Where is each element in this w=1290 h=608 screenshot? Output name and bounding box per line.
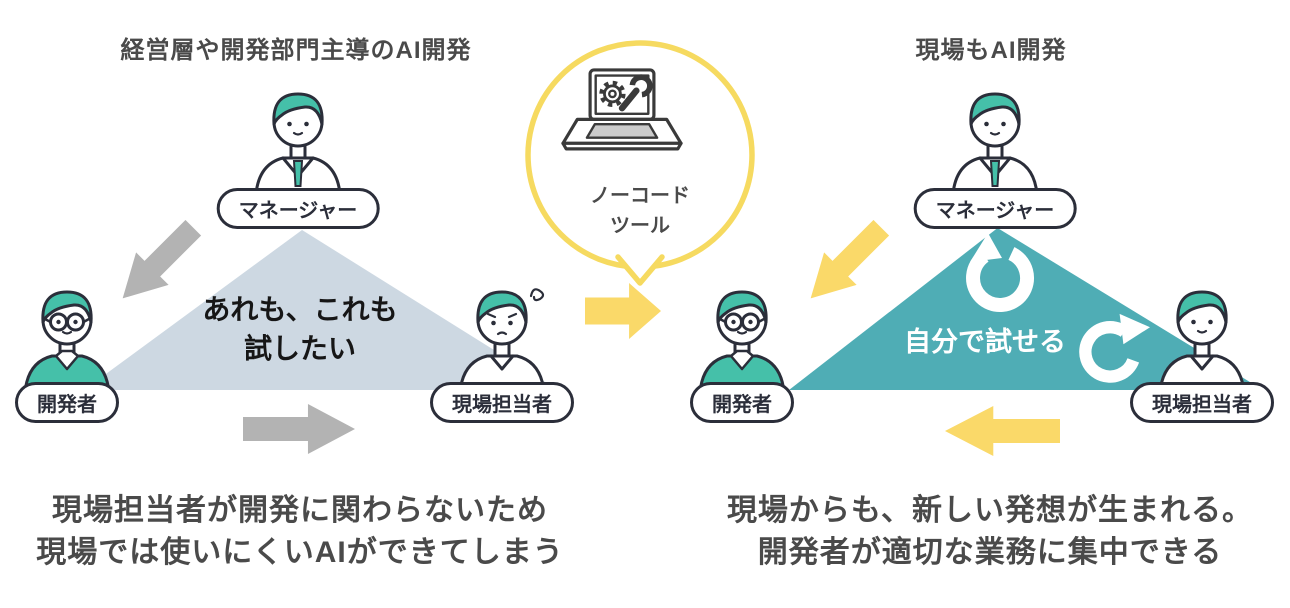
left-triangle-text-line2: 試したい [243,333,356,365]
refresh-cycle-icon [966,233,1035,312]
developer-illustration [12,280,122,392]
right-triangle-text: 自分で試せる [904,327,1066,357]
left-panel-title: 経営層や開発部門主導のAI開発 [120,37,472,64]
left-caption-line1: 現場担当者が開発に関わらないため [52,494,548,527]
right-panel-title: 現場もAI開発 [915,37,1067,64]
yellow-arrow-left-icon [945,406,1060,456]
yellow-arrow-down-left-icon [794,211,897,314]
left-triangle-text-line1: あれも、これも [202,294,398,325]
manager-illustration [940,82,1050,194]
no-code-tool-label: ノーコード ツール [560,181,720,241]
manager-label: マネージャー [913,188,1077,229]
left-caption-line2: 現場では使いにくいAIができてしまう [36,536,564,569]
center-yellow-arrow-right-icon [585,283,661,339]
field-worker-label: 現場担当者 [430,382,574,423]
gray-arrow-right-icon [243,404,355,454]
field-worker-happy-illustration [1147,280,1257,392]
developer-illustration [687,280,797,392]
refresh-cycle-icon [1079,313,1150,383]
no-code-tool-label-line2: ツール [610,215,670,237]
right-caption-line1: 現場からも、新しい発想が生まれる。 [726,494,1254,527]
right-caption-line2: 開発者が適切な業務に集中できる [757,536,1223,569]
developer-label: 開発者 [15,382,119,423]
laptop-gear-wrench-icon [561,68,683,151]
developer-label: 開発者 [690,382,794,423]
field-worker-worried-illustration [447,280,557,392]
left-caption: 現場担当者が開発に関わらないため 現場では使いにくいAIができてしまう [0,490,600,574]
no-code-tool-label-line1: ノーコード [590,185,690,207]
right-caption: 現場からも、新しい発想が生まれる。 開発者が適切な業務に集中できる [690,490,1290,574]
manager-label: マネージャー [216,188,380,229]
left-triangle-text: あれも、これも 試したい [150,290,450,368]
yellow-speech-bubble [525,40,755,286]
manager-illustration [243,82,353,194]
field-worker-label: 現場担当者 [1130,382,1274,423]
